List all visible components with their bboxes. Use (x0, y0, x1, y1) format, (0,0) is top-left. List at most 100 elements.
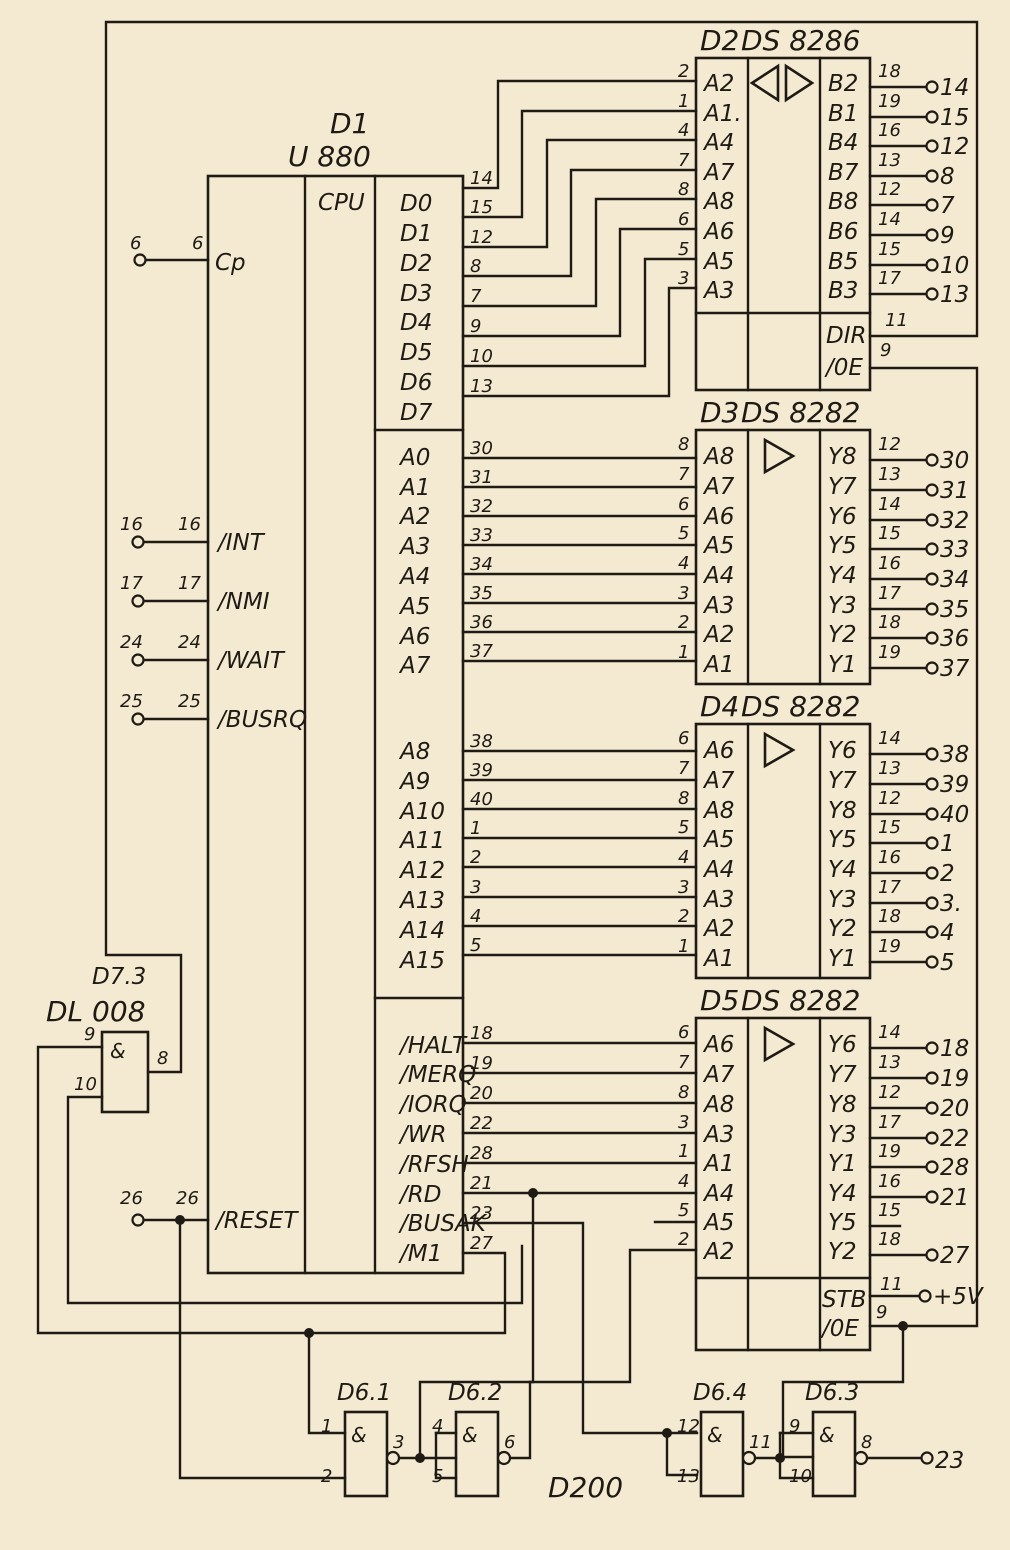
d2-b-name: B7 (828, 160, 859, 186)
d2-dir-pin: 11 (885, 310, 908, 331)
d5-output-terminal[interactable] (925, 1131, 939, 1145)
d5-right-pin: 12 (878, 1082, 901, 1103)
gate-in1: 9 (789, 1416, 800, 1437)
d4-output-terminal[interactable] (925, 925, 939, 939)
d3-output-label: 35 (940, 597, 969, 623)
d1-data_pins-name: D1 (400, 221, 432, 247)
d3-output-terminal[interactable] (925, 542, 939, 556)
d3-a-name: A7 (702, 474, 735, 500)
d5-a-name: A8 (702, 1092, 734, 1118)
d1-addr_high-name: A8 (398, 739, 430, 765)
d2-output-terminal[interactable] (925, 198, 939, 212)
d3-output-terminal[interactable] (925, 661, 939, 675)
d1-clock-pin: 6 (192, 233, 203, 254)
bidir-right-arrow-icon (784, 63, 815, 103)
d2-output-terminal[interactable] (925, 80, 939, 94)
board-label: D200 (548, 1471, 623, 1504)
d2-output-terminal[interactable] (925, 287, 939, 301)
d1-ctrl_pins-name: /IORQ (398, 1092, 467, 1118)
d2-output-terminal[interactable] (925, 228, 939, 242)
oe-loop-wire (868, 366, 979, 1328)
d4-output-terminal[interactable] (925, 866, 939, 880)
d5-output-terminal[interactable] (925, 1071, 939, 1085)
plus5v-terminal[interactable] (918, 1289, 932, 1303)
d2-left-pin: 8 (678, 179, 689, 200)
d4-output-terminal[interactable] (925, 896, 939, 910)
d2-right-pin: 17 (878, 268, 901, 289)
d5-a-name: A4 (702, 1181, 734, 1207)
d3-output-terminal[interactable] (925, 572, 939, 586)
input-terminal[interactable] (131, 594, 145, 608)
d1-addr_high-pin: 4 (470, 906, 481, 927)
d5-right-pin: 14 (878, 1022, 901, 1043)
d3-left-pin: 2 (678, 612, 689, 633)
d3-output-terminal[interactable] (925, 483, 939, 497)
d1-data_pins-name: D7 (400, 400, 433, 426)
d2-output-label: 7 (940, 193, 955, 219)
d5-output-terminal[interactable] (925, 1101, 939, 1115)
gate-in2: 5 (432, 1466, 443, 1487)
d3-right-pin: 12 (878, 434, 901, 455)
d1-addr_high-name: A15 (398, 948, 445, 974)
reset-terminal[interactable] (131, 1213, 145, 1227)
d3-right-pin: 13 (878, 464, 901, 485)
gate-sym: & (351, 1423, 367, 1447)
d3-output-terminal[interactable] (925, 602, 939, 616)
d1-data_pins-name: D4 (400, 310, 432, 336)
busak-out-terminal[interactable] (920, 1451, 934, 1465)
data-bus-wire (461, 197, 698, 308)
d4-output-label: 3. (940, 891, 962, 917)
d4-output-terminal[interactable] (925, 747, 939, 761)
d3-output-terminal[interactable] (925, 513, 939, 527)
d2-left-pin: 2 (678, 61, 689, 82)
gate-in2: 10 (789, 1466, 812, 1487)
d2-output-terminal[interactable] (925, 169, 939, 183)
d2-output-label: 12 (940, 134, 969, 160)
d1-addr_low-pin: 37 (470, 641, 493, 662)
d2-output-terminal[interactable] (925, 110, 939, 124)
d3-output-terminal[interactable] (925, 631, 939, 645)
d1-ctrl_pins-pin: 22 (470, 1113, 493, 1134)
d5-left-pin: 2 (678, 1229, 689, 1250)
d5-output-terminal[interactable] (925, 1041, 939, 1055)
d4-output-terminal[interactable] (925, 836, 939, 850)
dir-loop-wire (104, 20, 979, 1074)
input-name: /BUSRQ (216, 707, 307, 733)
d5-right-pin: 16 (878, 1171, 901, 1192)
d4-output-terminal[interactable] (925, 955, 939, 969)
d3-output-terminal[interactable] (925, 453, 939, 467)
gate-in2: 13 (677, 1466, 700, 1487)
d4-ref: D4 (700, 690, 739, 723)
d4-right-pin: 12 (878, 788, 901, 809)
d3-b-name: Y4 (828, 563, 857, 589)
d61-in2-wire (178, 1218, 347, 1480)
d2-output-terminal[interactable] (925, 139, 939, 153)
d3-left-pin: 1 (678, 642, 689, 663)
bidir-left-arrow-icon (749, 63, 780, 103)
d2-ref: D2 (700, 24, 739, 57)
d1-addr_high-pin: 39 (470, 760, 493, 781)
input-terminal[interactable] (131, 535, 145, 549)
d5-left-pin: 5 (678, 1200, 689, 1221)
input-name: /WAIT (216, 648, 286, 674)
junction-dot (898, 1321, 908, 1331)
d4-output-terminal[interactable] (925, 807, 939, 821)
d2-output-terminal[interactable] (925, 258, 939, 272)
d2-right-pin: 12 (878, 179, 901, 200)
gate-ref: D6.2 (448, 1380, 502, 1406)
d5-output-terminal[interactable] (925, 1190, 939, 1204)
d4-a-name: A6 (702, 738, 734, 764)
clock-terminal[interactable] (133, 253, 147, 267)
d2-b-name: B8 (828, 189, 858, 215)
d4-output-terminal[interactable] (925, 777, 939, 791)
input-terminal[interactable] (131, 653, 145, 667)
d5-output-terminal[interactable] (925, 1160, 939, 1174)
d5-output-terminal[interactable] (925, 1248, 939, 1262)
gate-sym: & (462, 1423, 478, 1447)
d2-left-pin: 7 (678, 150, 690, 171)
input-terminal[interactable] (131, 712, 145, 726)
d1-addr_high-name: A12 (398, 858, 445, 884)
gate-out: 6 (504, 1432, 515, 1453)
d4-a-name: A2 (702, 916, 734, 942)
